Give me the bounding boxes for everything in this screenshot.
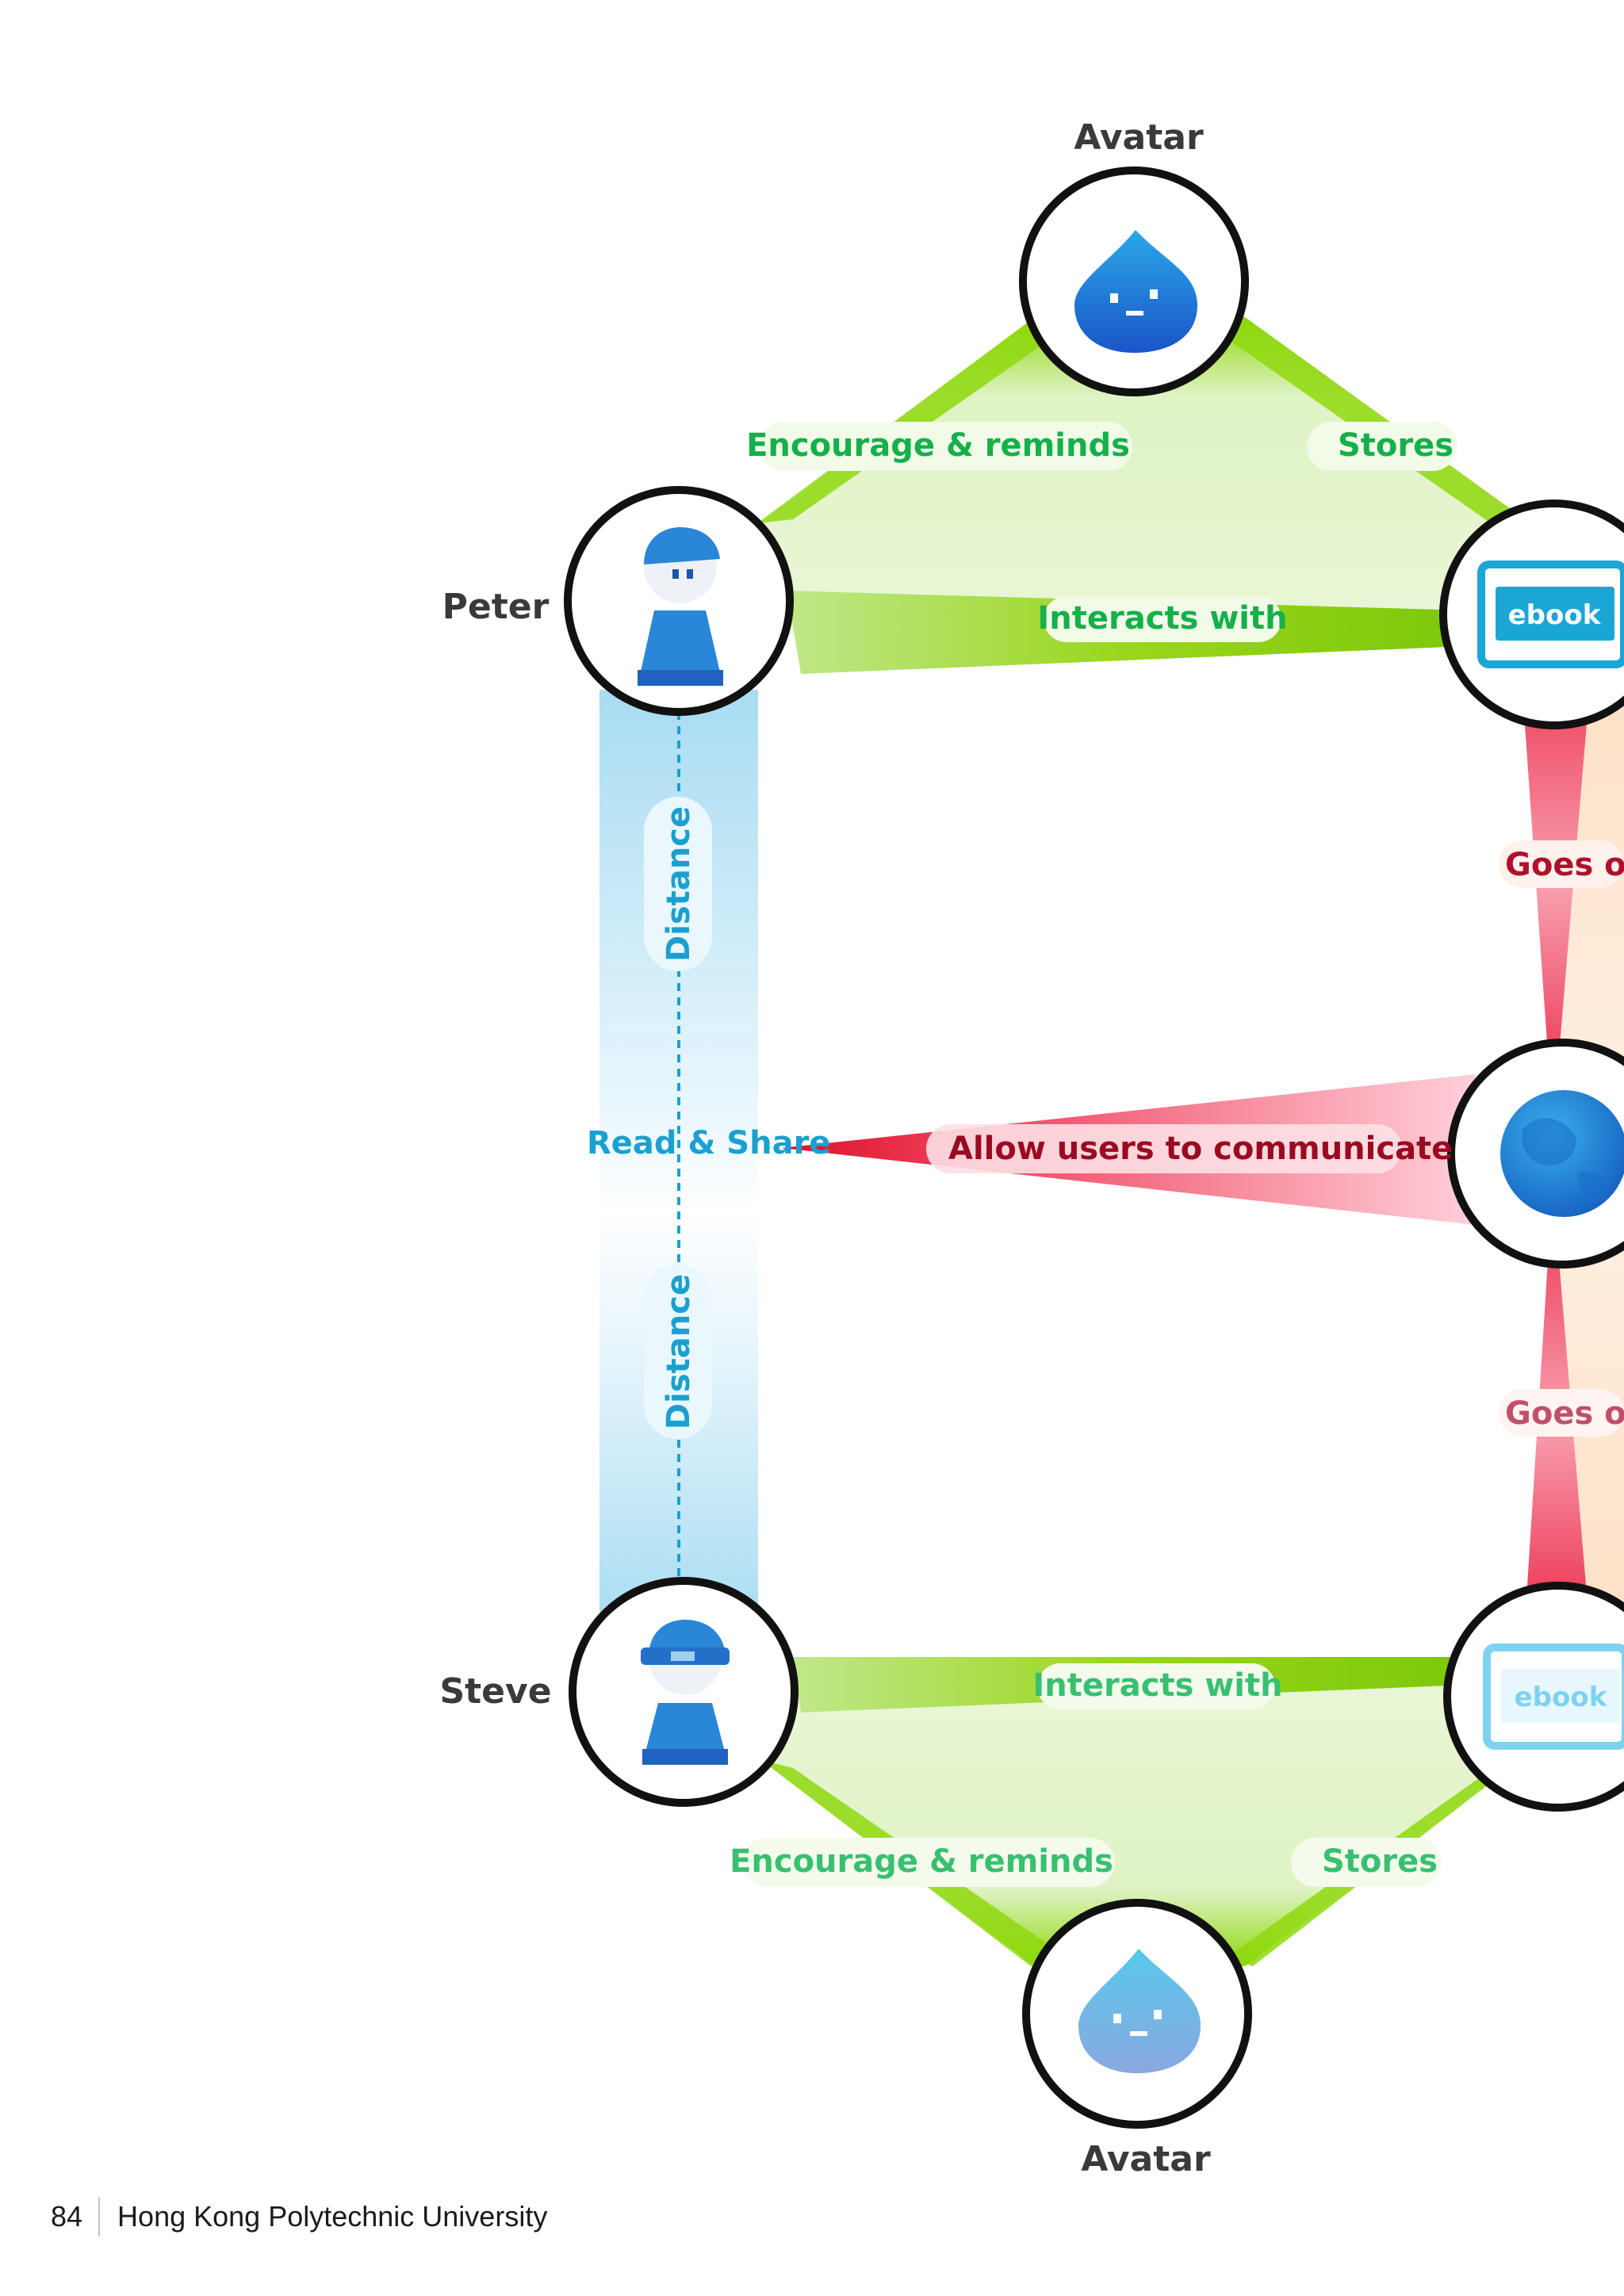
peter-node <box>564 486 794 716</box>
steve-label: Steve <box>439 1671 551 1712</box>
stores-bottom-pill <box>1291 1838 1442 1887</box>
goes-on-bottom-pill <box>1499 1389 1624 1437</box>
peter-label: Peter <box>442 587 550 627</box>
page-footer: 84 Hong Kong Polytechnic University <box>51 2193 547 2241</box>
interacts-top-pill <box>1044 596 1281 642</box>
distance-bottom-pill <box>644 1265 712 1439</box>
stores-bottom-text: Stores <box>1322 1843 1438 1880</box>
interacts-bottom-text: Interacts with <box>1032 1667 1282 1704</box>
globe-node <box>1447 1039 1624 1269</box>
goes-on-top-text: Goes on <box>1505 847 1624 883</box>
page-number: 84 <box>51 2200 83 2233</box>
interacts-top-text: Interacts with <box>1037 600 1287 637</box>
avatar-bottom-node <box>1022 1899 1252 2129</box>
publisher-name: Hong Kong Polytechnic University <box>117 2200 548 2233</box>
encourage-top-text: Encourage & reminds <box>746 427 1130 464</box>
ebook-bottom-node <box>1443 1582 1624 1812</box>
droplet-icon <box>1074 230 1197 353</box>
avatar-top-node <box>1019 166 1249 396</box>
distance-bottom-text: Distance <box>661 1274 697 1429</box>
top-green-edge-right <box>1213 317 1530 523</box>
steve-node <box>569 1577 799 1807</box>
ebook-top-node <box>1439 499 1624 729</box>
goes-on-bottom-text: Goes on <box>1505 1395 1624 1432</box>
distance-top-text: Distance <box>661 806 697 962</box>
stores-top-text: Stores <box>1338 427 1454 464</box>
person-icon <box>638 527 723 686</box>
allow-comm-pill <box>926 1124 1402 1173</box>
allow-comm-text: Allow users to communicate <box>948 1131 1453 1167</box>
interacts-bottom-pill <box>1037 1663 1275 1709</box>
avatar-top-label: Avatar <box>1074 117 1204 158</box>
goes-on-top-pill <box>1499 840 1624 888</box>
encourage-bottom-text: Encourage & reminds <box>730 1843 1113 1880</box>
distance-top-pill <box>644 797 712 971</box>
top-green-edge-left <box>757 317 1071 523</box>
avatar-bottom-label: Avatar <box>1081 2139 1211 2179</box>
stores-top-pill <box>1307 422 1457 471</box>
ebook-bottom-label: ebook <box>1515 1682 1608 1713</box>
droplet-icon <box>1078 1949 1201 2073</box>
encourage-bottom-pill <box>742 1838 1115 1887</box>
person-with-glasses-icon <box>641 1620 730 1765</box>
footer-divider <box>98 2197 101 2237</box>
encourage-top-pill <box>760 422 1132 471</box>
ebook-top-label: ebook <box>1508 599 1602 631</box>
read-share-text: Read & Share <box>587 1125 830 1161</box>
